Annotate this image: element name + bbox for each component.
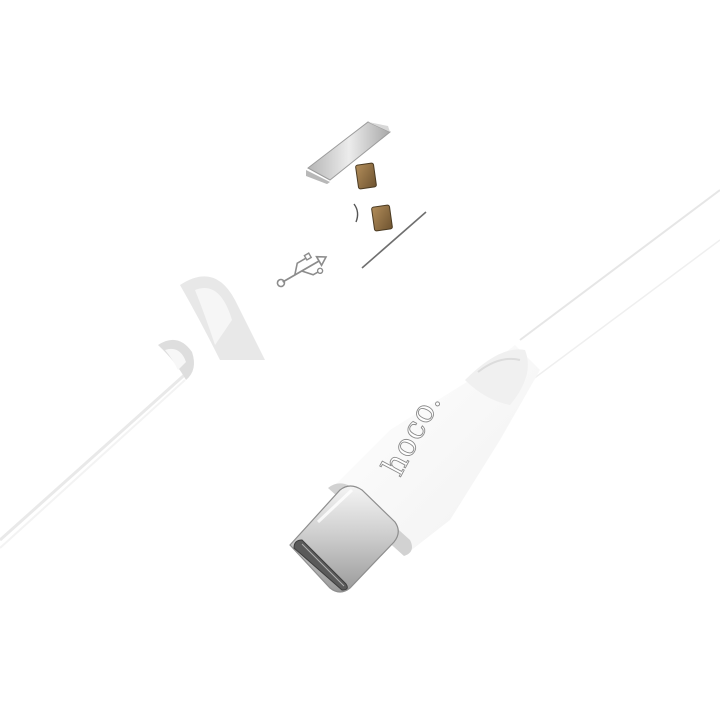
type-c-plug bbox=[289, 483, 412, 593]
usb-a-strain-relief bbox=[158, 276, 265, 380]
type-c-housing bbox=[330, 345, 540, 555]
usb-a-tab-mark bbox=[353, 203, 359, 223]
type-c-port-opening bbox=[293, 539, 348, 591]
usb-a-contact-1 bbox=[355, 162, 377, 190]
usb-symbol-icon bbox=[276, 252, 328, 288]
cable bbox=[0, 189, 720, 549]
usb-a-connector bbox=[205, 121, 430, 340]
usb-a-metal-shell bbox=[306, 121, 391, 186]
usb-a-contact-2 bbox=[371, 204, 393, 232]
